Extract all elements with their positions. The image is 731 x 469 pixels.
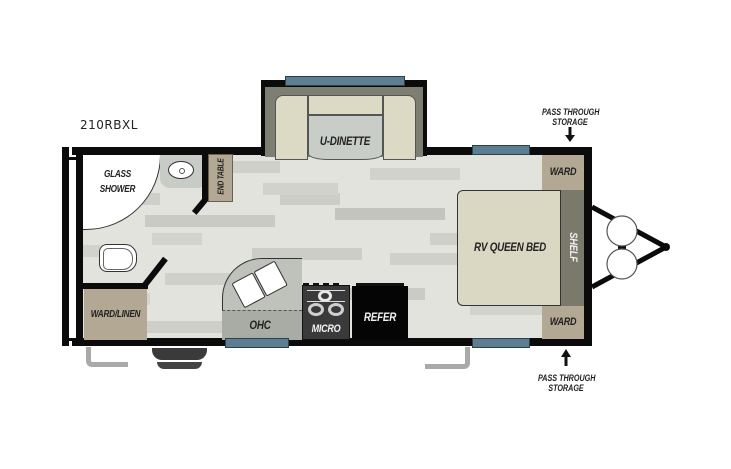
pass-through-bottom-line1: PASS THROUGH	[538, 373, 596, 383]
burner-icon	[308, 303, 324, 316]
label-micro: MICRO	[311, 323, 341, 335]
wardrobe-bottom	[542, 306, 584, 339]
dinette-bench-left	[275, 95, 308, 160]
wall-bath-divider	[202, 153, 208, 201]
window-slide-out[interactable]	[285, 76, 405, 86]
arrow-down-icon	[565, 127, 575, 142]
shelf	[561, 190, 584, 306]
pass-through-bottom-line2: STORAGE	[548, 383, 584, 393]
label-end-table: END TABLE	[216, 158, 226, 195]
label-ward-linen: WARD/LINEN	[90, 309, 141, 320]
label-rv-queen-bed: RV QUEEN BED	[474, 240, 546, 254]
refrigerator	[352, 286, 408, 340]
wall-top-left	[72, 147, 267, 155]
pass-through-top-line2: STORAGE	[552, 117, 588, 127]
wall-left-rung-top	[62, 157, 82, 160]
label-ward-bottom: WARD	[549, 316, 577, 328]
tire-icon	[152, 348, 207, 360]
entry-step-left	[86, 347, 128, 367]
label-ohc: OHC	[249, 318, 271, 332]
ward-linen	[84, 289, 147, 340]
burner-icon	[328, 303, 344, 316]
wall-bottom	[72, 338, 592, 346]
dinette-table	[308, 115, 383, 160]
wardrobe-top	[542, 155, 584, 191]
wall-right	[584, 147, 592, 346]
dinette-bench-right	[383, 95, 416, 160]
label-shelf: SHELF	[567, 232, 579, 262]
window-bottom-right[interactable]	[472, 338, 530, 348]
kitchen-counter-lower	[222, 310, 302, 340]
label-ward-top: WARD	[549, 166, 577, 178]
window-bottom-kitchen[interactable]	[225, 338, 289, 348]
model-name: 210RBXL	[80, 118, 138, 132]
window-top-right[interactable]	[472, 145, 530, 155]
burner-icon	[318, 290, 332, 302]
wall-left-inner	[76, 147, 83, 346]
label-glass-shower-2: SHOWER	[99, 184, 136, 195]
wall-left-outer	[62, 147, 69, 346]
entry-step-right	[425, 347, 470, 369]
dinette-bench-back	[308, 95, 383, 115]
wall-left-rung-bottom	[62, 338, 82, 341]
label-refer: REFER	[363, 310, 397, 324]
wall-bath-lower	[83, 283, 148, 289]
rv-queen-bed	[457, 190, 561, 306]
arrow-up-icon	[561, 349, 571, 366]
pass-through-top-line1: PASS THROUGH	[542, 107, 600, 117]
end-table	[208, 154, 233, 202]
label-u-dinette: U-DINETTE	[319, 134, 371, 148]
hitch-icon	[590, 204, 670, 290]
label-glass-shower-1: GLASS	[103, 169, 132, 180]
